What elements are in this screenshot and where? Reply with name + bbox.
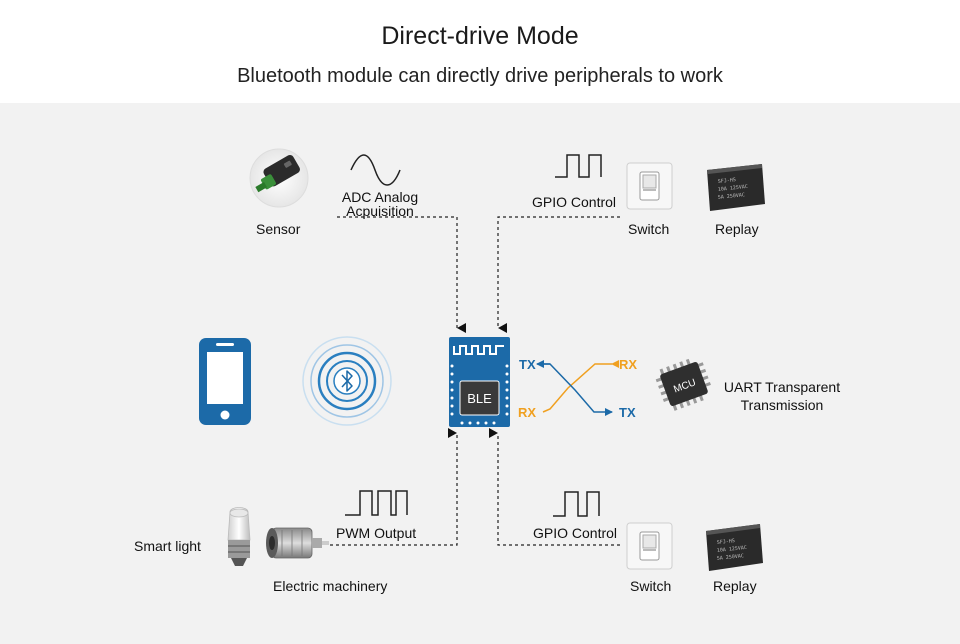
page-title: Direct-drive Mode bbox=[381, 22, 579, 50]
motor-label: Electric machinery bbox=[273, 578, 388, 594]
relay-print-4: SFJ-HS bbox=[717, 538, 736, 546]
electric-motor-icon bbox=[266, 527, 329, 559]
sine-wave-icon bbox=[350, 154, 401, 186]
adc-label: ADC Analog Acpuisition bbox=[330, 190, 430, 218]
adc-label-line1: ADC Analog bbox=[341, 189, 419, 205]
connector-gpio-bottom bbox=[489, 428, 620, 546]
uart-crossover bbox=[536, 360, 619, 416]
bluetooth-signal-icon bbox=[302, 336, 392, 426]
switch-icon-top bbox=[626, 162, 673, 210]
relay-icon-top: SFJ-HS 10A 125VAC 5A 250VAC bbox=[707, 164, 765, 211]
ble-label: BLE bbox=[467, 391, 492, 406]
uart-label-line1: UART Transparent bbox=[723, 379, 841, 395]
uart-label-line2: Transmission bbox=[740, 397, 824, 413]
ble-module: BLE bbox=[449, 337, 510, 427]
relay-print-1: SFJ-HS bbox=[718, 177, 737, 185]
switch-label-bottom: Switch bbox=[630, 578, 672, 594]
sensor-label: Sensor bbox=[256, 221, 301, 237]
smart-light-label: Smart light bbox=[134, 538, 201, 554]
switch-label-top: Switch bbox=[628, 221, 670, 237]
pwm-label: PWM Output bbox=[336, 525, 417, 541]
square-pulse-icon-top bbox=[555, 154, 602, 178]
sensor-icon bbox=[249, 148, 309, 208]
adc-label-line2: Acpuisition bbox=[346, 203, 414, 219]
relay-print-3: 5A 250VAC bbox=[718, 192, 746, 201]
page-subtitle: Bluetooth module can directly drive peri… bbox=[237, 65, 723, 87]
phone-icon bbox=[199, 338, 251, 425]
square-pulse-icon-bottom bbox=[553, 491, 600, 517]
connector-gpio-top bbox=[497, 216, 620, 333]
relay-icon-bottom: SFJ-HS 10A 125VAC 5A 250VAC bbox=[706, 524, 763, 571]
switch-icon-bottom bbox=[626, 522, 673, 570]
pwm-wave-icon bbox=[345, 490, 408, 516]
mcu-chip-icon: MCU bbox=[655, 358, 711, 411]
relay-label-top: Replay bbox=[715, 221, 759, 237]
relay-print-6: 5A 250VAC bbox=[717, 553, 745, 562]
uart-label: UART Transparent Transmission bbox=[716, 378, 848, 414]
relay-print-5: 10A 125VAC bbox=[717, 545, 748, 554]
smart-light-icon bbox=[227, 507, 251, 566]
relay-label-bottom: Replay bbox=[713, 578, 757, 594]
gpio-label-bottom: GPIO Control bbox=[533, 525, 618, 541]
tx-right-label: TX bbox=[619, 405, 636, 420]
tx-left-label: TX bbox=[519, 357, 536, 372]
rx-right-label: RX bbox=[619, 357, 637, 372]
relay-print-2: 10A 125VAC bbox=[718, 184, 749, 193]
gpio-label-top: GPIO Control bbox=[532, 194, 617, 210]
connector-adc bbox=[337, 216, 466, 333]
rx-left-label: RX bbox=[518, 405, 536, 420]
connector-pwm bbox=[330, 428, 458, 546]
